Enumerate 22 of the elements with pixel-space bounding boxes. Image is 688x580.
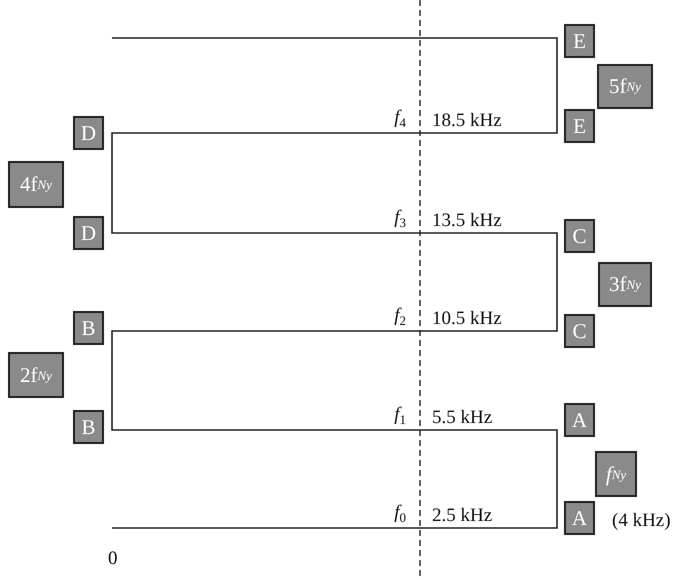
- frequency-value: 2.5 kHz: [432, 506, 492, 525]
- axis-origin-label: 0: [108, 549, 118, 568]
- frequency-value: 13.5 kHz: [432, 211, 502, 230]
- frequency-symbol: f$_{1}$: [394, 405, 406, 426]
- nyquist-frequency-note: (4 kHz): [612, 511, 671, 530]
- label-box: A: [564, 403, 595, 437]
- frequency-symbol: f$_{2}$: [394, 306, 406, 327]
- frequency-value: 18.5 kHz: [432, 111, 502, 130]
- label-box: E: [564, 24, 595, 58]
- frequency-symbol: f$_{3}$: [394, 208, 406, 229]
- label-box: E: [564, 109, 595, 143]
- label-box: D: [73, 116, 104, 150]
- frequency-symbol: f$_{0}$: [394, 503, 406, 524]
- frequency-value: 5.5 kHz: [432, 408, 492, 427]
- label-box: B: [73, 410, 104, 444]
- label-box: C: [564, 314, 595, 348]
- label-box: A: [564, 501, 595, 535]
- label-box: C: [564, 219, 595, 253]
- frequency-symbol: f$_{4}$: [394, 108, 406, 129]
- label-box: B: [73, 311, 104, 345]
- label-box: D: [73, 216, 104, 250]
- frequency-value: 10.5 kHz: [432, 309, 502, 328]
